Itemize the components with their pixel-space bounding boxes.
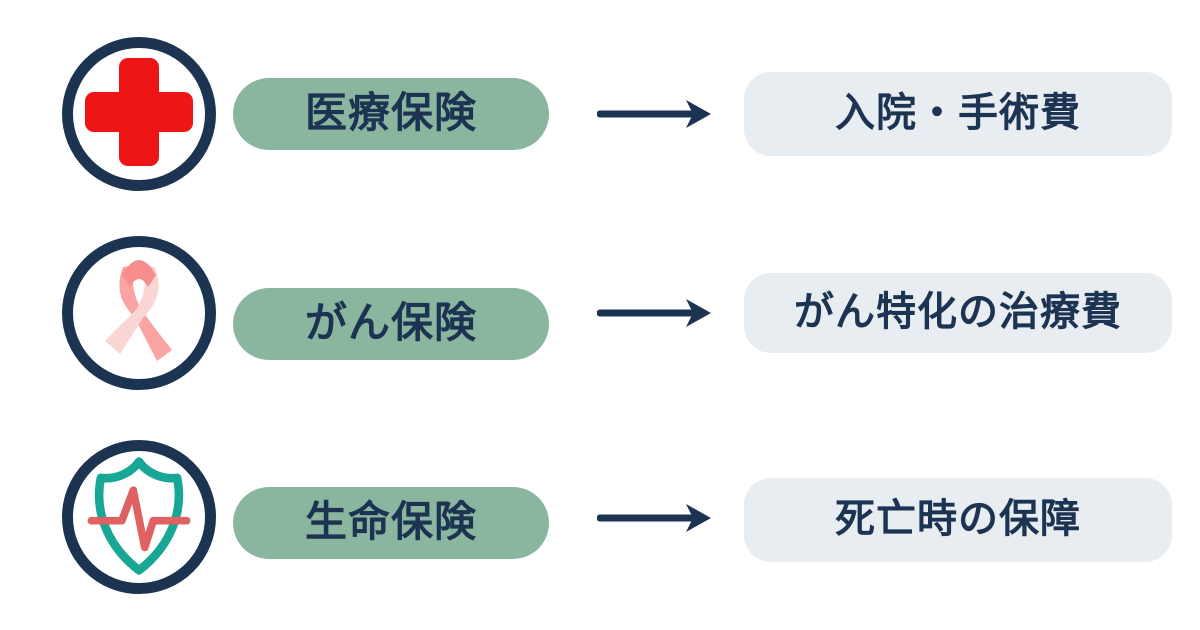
coverage-box: 死亡時の保障 <box>744 478 1172 562</box>
diagram-row-cancer: がん保険 がん特化の治療費 <box>0 236 1200 396</box>
life-icon-badge <box>62 440 216 594</box>
coverage-label: 死亡時の保障 <box>835 497 1081 541</box>
insurance-type-pill: 医療保険 <box>233 78 549 150</box>
insurance-type-label: 医療保険 <box>304 89 477 136</box>
insurance-type-label: がん保険 <box>304 299 477 346</box>
medical-icon-badge <box>62 37 216 191</box>
insurance-type-pill: 生命保険 <box>233 487 549 559</box>
pink-ribbon-icon <box>89 251 189 376</box>
coverage-box: がん特化の治療費 <box>744 273 1172 353</box>
coverage-label: 入院・手術費 <box>835 91 1081 135</box>
diagram-row-medical: 医療保険 入院・手術費 <box>0 34 1200 194</box>
right-arrow-icon <box>596 295 717 331</box>
shield-heartbeat-icon <box>78 450 200 585</box>
diagram-row-life: 生命保険 死亡時の保障 <box>0 438 1200 598</box>
coverage-box: 入院・手術費 <box>744 72 1172 156</box>
medical-cross-icon <box>83 56 195 173</box>
right-arrow-icon <box>596 96 717 132</box>
insurance-type-label: 生命保険 <box>304 498 477 545</box>
coverage-label: がん特化の治療費 <box>794 290 1122 334</box>
cancer-icon-badge <box>62 236 216 390</box>
insurance-type-pill: がん保険 <box>233 288 549 360</box>
right-arrow-icon <box>596 500 717 536</box>
